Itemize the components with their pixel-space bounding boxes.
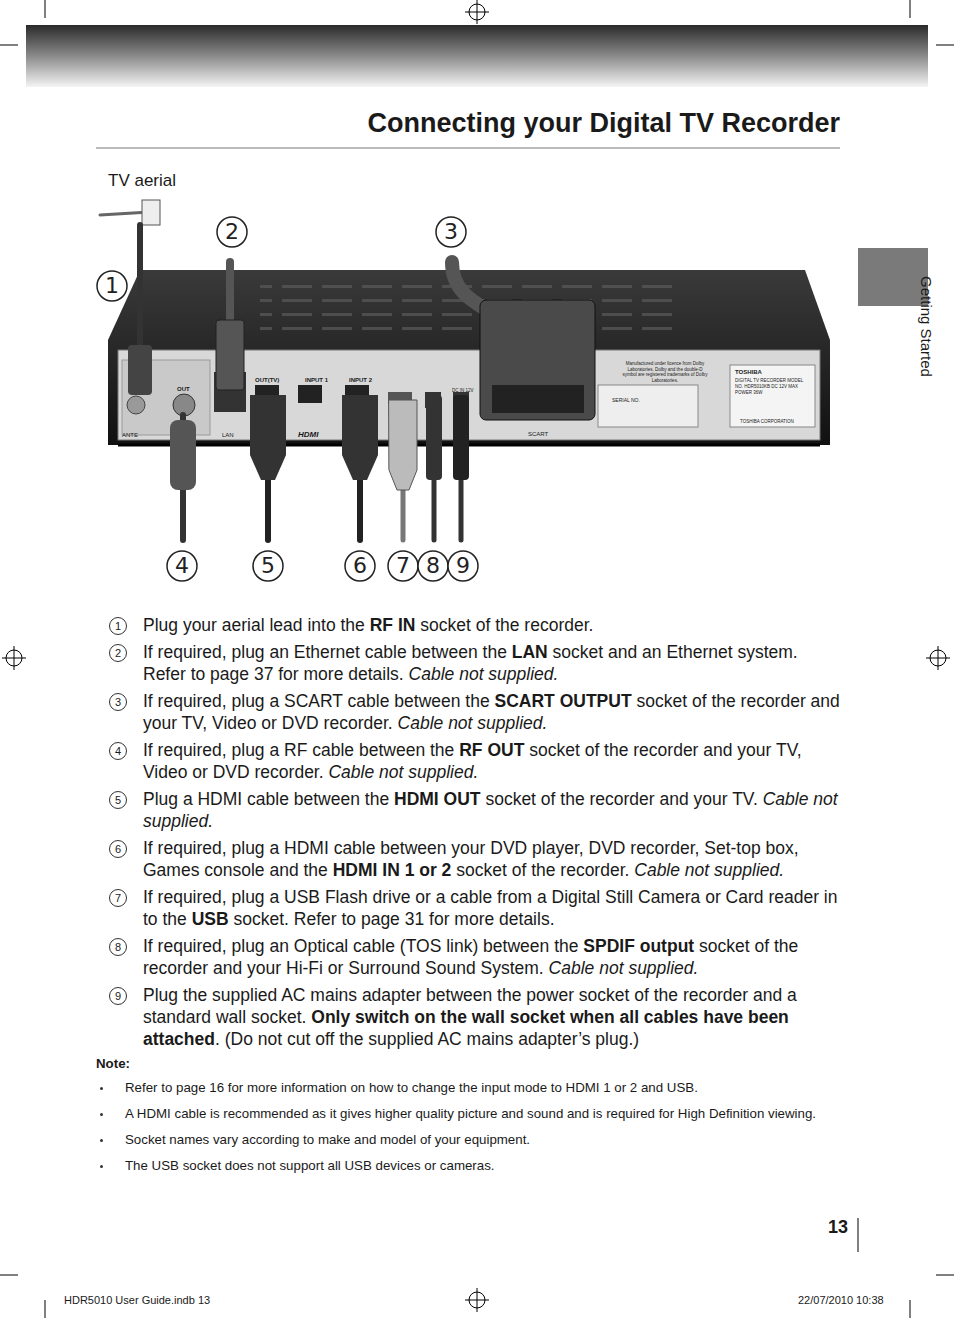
- instruction-text: Cable not supplied.: [549, 958, 699, 978]
- callout-number: 5: [109, 791, 127, 809]
- page-number: 13: [828, 1217, 848, 1238]
- socket-label: HDMI: [298, 430, 318, 439]
- instruction-text: If required, plug a RF cable between the: [143, 740, 454, 760]
- callout-number: 7: [109, 889, 127, 907]
- instruction-text: Plug your aerial lead into the: [143, 615, 365, 635]
- rating-label: TOSHIBA: [735, 369, 762, 375]
- instruction-item: 5Plug a HDMI cable between the HDMI OUT …: [96, 788, 840, 832]
- instruction-text: USB: [192, 909, 229, 929]
- instruction-text: Cable not supplied.: [328, 762, 478, 782]
- callout-number: 1: [97, 271, 127, 301]
- print-footer: 22/07/2010 10:38: [798, 1294, 884, 1306]
- callout-circles: [97, 217, 478, 581]
- instruction-text: RF OUT: [459, 740, 524, 760]
- title-rule: [96, 147, 840, 149]
- note-heading: Note:: [96, 1056, 840, 1071]
- instruction-text: SCART OUTPUT: [495, 691, 632, 711]
- callout-number: 5: [253, 551, 283, 581]
- instructions: 1 Plug your aerial lead into the RF IN so…: [96, 614, 840, 1183]
- socket-label: DC IN 12V: [452, 388, 474, 393]
- callout-number: 6: [109, 840, 127, 858]
- instruction-text: socket of the recorder.: [420, 615, 593, 635]
- section-tab-label: Getting Started: [917, 276, 934, 377]
- instruction-text: SPDIF output: [583, 936, 694, 956]
- instruction-text: RF IN: [370, 615, 416, 635]
- callout-number: 4: [109, 742, 127, 760]
- instruction-item: 7If required, plug a USB Flash drive or …: [96, 886, 840, 930]
- callout-number: 3: [436, 217, 466, 247]
- callout-number: 7: [388, 551, 418, 581]
- note-text: The USB socket does not support all USB …: [96, 1157, 825, 1174]
- instruction-text: Cable not supplied.: [409, 664, 559, 684]
- instruction-text: If required, plug an Optical cable (TOS …: [143, 936, 578, 956]
- instruction-text: socket. Refer to page 31 for more detail…: [234, 909, 555, 929]
- socket-label: ANTE: [122, 432, 138, 438]
- callout-number: 9: [448, 551, 478, 581]
- instruction-text: socket of the recorder and your TV.: [485, 789, 757, 809]
- callout-number: 8: [418, 551, 448, 581]
- instruction-item: 3 If required, plug a SCART cable between…: [96, 690, 840, 734]
- instruction-item: 8 If required, plug an Optical cable (TOS…: [96, 935, 840, 979]
- callout-number: 9: [109, 987, 127, 1005]
- instruction-text: If required, plug a SCART cable between …: [143, 691, 490, 711]
- page-rule: [858, 1218, 859, 1252]
- instruction-item: 2 If required, plug an Ethernet cable bet…: [96, 641, 840, 685]
- instruction-text: Cable not supplied.: [634, 860, 784, 880]
- socket-label: OUT(TV): [255, 377, 279, 383]
- page-title: Connecting your Digital TV Recorder: [367, 108, 840, 139]
- rating-label: DIGITAL TV RECORDER MODEL NO. HDR5010KB …: [735, 378, 811, 396]
- rating-label: SERIAL NO.: [612, 397, 640, 403]
- socket-label: OUT: [177, 386, 190, 392]
- socket-label: INPUT 2: [349, 377, 372, 383]
- instruction-text: HDMI OUT: [394, 789, 481, 809]
- socket-label: SCART: [528, 431, 548, 437]
- instruction-item: 9Plug the supplied AC mains adapter betw…: [96, 984, 840, 1050]
- instruction-text: If required, plug an Ethernet cable betw…: [143, 642, 507, 662]
- instruction-item: 1 Plug your aerial lead into the RF IN so…: [96, 614, 840, 636]
- cables: [100, 200, 595, 540]
- callout-number: 8: [109, 938, 127, 956]
- note-text: A HDMI cable is recommended as it gives …: [96, 1105, 825, 1122]
- print-footer: HDR5010 User Guide.indb 13: [64, 1294, 210, 1306]
- figure-label: TV aerial: [108, 171, 176, 191]
- note-text: Refer to page 16 for more information on…: [96, 1079, 825, 1096]
- callout-number: 6: [345, 551, 375, 581]
- socket-label: LAN: [222, 432, 234, 438]
- callout-number: 2: [217, 217, 247, 247]
- callout-number: 4: [167, 551, 197, 581]
- instruction-text: socket of the recorder.: [456, 860, 629, 880]
- socket-label: INPUT 1: [305, 377, 328, 383]
- instruction-text: HDMI IN 1 or 2: [333, 860, 452, 880]
- instruction-text: LAN: [512, 642, 548, 662]
- callout-number: 3: [109, 693, 127, 711]
- header-band: [26, 25, 928, 87]
- callout-number: 1: [109, 617, 127, 635]
- dolby-notice: Manufactured under licence from Dolby La…: [622, 361, 708, 383]
- rating-label: TOSHIBA CORPORATION: [740, 419, 794, 424]
- instruction-text: Plug a HDMI cable between the: [143, 789, 389, 809]
- note-text: Socket names vary according to make and …: [96, 1131, 825, 1148]
- instruction-text: . (Do not cut off the supplied AC mains …: [215, 1029, 639, 1049]
- instruction-item: 6If required, plug a HDMI cable between …: [96, 837, 840, 881]
- callout-number: 2: [109, 644, 127, 662]
- instruction-text: Cable not supplied.: [398, 713, 548, 733]
- instruction-item: 4 If required, plug a RF cable between th…: [96, 739, 840, 783]
